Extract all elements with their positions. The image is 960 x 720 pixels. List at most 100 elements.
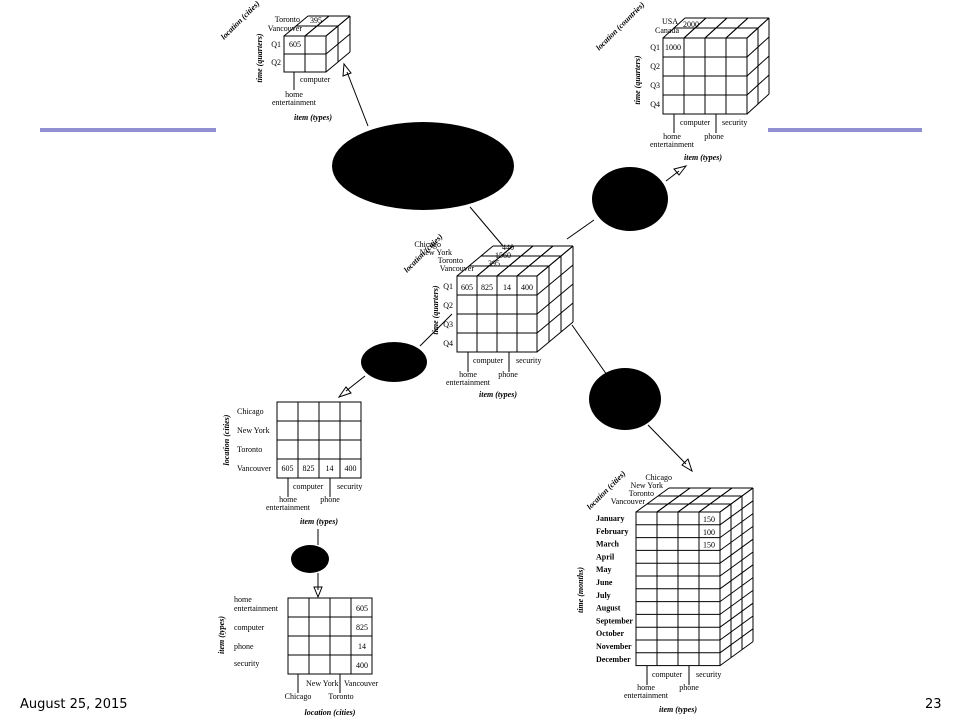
item-label: home bbox=[279, 495, 297, 504]
top-grid bbox=[688, 495, 701, 505]
quarter-label: Q3 bbox=[650, 81, 660, 90]
city-label: Toronto bbox=[328, 692, 353, 701]
item-label: security bbox=[696, 670, 721, 679]
rollup-ellipse-shape bbox=[592, 167, 668, 231]
cell-value: 1000 bbox=[665, 43, 681, 52]
month-label: March bbox=[596, 540, 620, 549]
drilldown-text: (from quarters bbox=[602, 402, 648, 411]
side-diagonal bbox=[325, 51, 351, 73]
arrow-shaft bbox=[346, 71, 369, 127]
page-number: 23 bbox=[925, 697, 942, 712]
quarter-label: Q1 bbox=[271, 40, 281, 49]
cell-value: 150 bbox=[703, 515, 715, 524]
month-label: July bbox=[596, 591, 611, 600]
top-grid bbox=[704, 27, 717, 39]
cell-value: 14 bbox=[358, 642, 366, 651]
top-grid bbox=[304, 25, 318, 37]
item-label: phone bbox=[704, 132, 724, 141]
top-grid bbox=[496, 265, 510, 277]
top-diagonal bbox=[662, 17, 686, 39]
side-diagonal bbox=[719, 628, 754, 654]
item-label: security bbox=[234, 659, 259, 668]
top-grid bbox=[500, 245, 514, 257]
connector bbox=[566, 219, 595, 240]
rollup-text: on location bbox=[609, 190, 645, 199]
side-diagonal bbox=[536, 245, 574, 277]
rollup-text: to countries) bbox=[609, 210, 650, 219]
country-label: Canada bbox=[655, 26, 679, 35]
side-diagonal bbox=[719, 551, 754, 577]
quarter-label: Q1 bbox=[443, 282, 453, 291]
side-diagonal bbox=[719, 577, 754, 603]
item-label: computer bbox=[300, 75, 331, 84]
quarter-label: Q3 bbox=[443, 320, 453, 329]
quarter-label: Q4 bbox=[443, 339, 453, 348]
arrow-head bbox=[673, 165, 688, 176]
connector bbox=[419, 313, 453, 347]
city-label: New York bbox=[631, 481, 663, 490]
dice-ellipse: dice for(location = “Toronto” or “Vancou… bbox=[332, 62, 514, 247]
top-grid bbox=[476, 265, 490, 277]
city-label: Toronto bbox=[438, 256, 463, 265]
side-diagonal bbox=[719, 641, 754, 667]
side-diagonal bbox=[746, 93, 770, 115]
drilldown-text: to months) bbox=[602, 412, 637, 421]
item-label: phone bbox=[679, 683, 699, 692]
city-label: Chicago bbox=[285, 692, 312, 701]
depth-value: 440 bbox=[502, 243, 514, 252]
top-grid bbox=[725, 27, 738, 39]
top-grid bbox=[677, 503, 690, 513]
side-diagonal bbox=[719, 538, 754, 564]
item-label: computer bbox=[652, 670, 683, 679]
top-grid bbox=[508, 255, 522, 267]
country-label: USA bbox=[662, 17, 678, 26]
side-diagonal bbox=[719, 500, 754, 526]
depth-value: 395 bbox=[310, 16, 322, 25]
city-label: New York bbox=[306, 679, 338, 688]
top-diagonal bbox=[635, 487, 670, 513]
pivot-grid: homeentertainmentcomputerphonesecurity60… bbox=[217, 595, 379, 717]
top-grid bbox=[720, 487, 733, 497]
item-label: phone bbox=[498, 370, 518, 379]
quarter-label: Q1 bbox=[650, 43, 660, 52]
axis-time-label: time (quarters) bbox=[431, 285, 440, 334]
top-diagonal bbox=[456, 245, 494, 277]
item-label: phone bbox=[234, 642, 254, 651]
top-grid bbox=[699, 487, 712, 497]
axis-time-label: time (months) bbox=[576, 567, 585, 613]
city-label: Vancouver bbox=[237, 464, 272, 473]
month-label: June bbox=[596, 578, 613, 587]
side-diagonal bbox=[536, 321, 574, 353]
top-grid bbox=[698, 503, 711, 513]
quarter-label: Q2 bbox=[443, 301, 453, 310]
city-label: Vancouver bbox=[611, 497, 646, 506]
axis-item-label: item (types) bbox=[300, 517, 338, 526]
cell-value: 825 bbox=[303, 464, 315, 473]
side-diagonal bbox=[746, 36, 770, 58]
item-label: entertainment bbox=[624, 691, 669, 700]
top-grid bbox=[709, 495, 722, 505]
top-diagonal bbox=[283, 15, 309, 37]
item-label: home bbox=[663, 132, 681, 141]
item-label: phone bbox=[320, 495, 340, 504]
side-diagonal bbox=[536, 283, 574, 315]
item-label: home bbox=[459, 370, 477, 379]
side-diagonal bbox=[719, 525, 754, 551]
item-label: entertainment bbox=[446, 378, 491, 387]
city-label: Chicago bbox=[645, 473, 672, 482]
axis-location-label: location (cities) bbox=[305, 708, 356, 717]
rollup-title: roll-up bbox=[609, 180, 633, 189]
side-diagonal bbox=[719, 513, 754, 539]
item-label: home bbox=[637, 683, 655, 692]
city-label: Vancouver bbox=[440, 264, 475, 273]
arrow-shaft bbox=[647, 424, 687, 465]
top-grid bbox=[528, 255, 542, 267]
cell-value: 605 bbox=[356, 604, 368, 613]
drilldown-title: drill-down bbox=[602, 382, 639, 391]
quarter-label: Q2 bbox=[271, 58, 281, 67]
month-label: May bbox=[596, 565, 612, 574]
